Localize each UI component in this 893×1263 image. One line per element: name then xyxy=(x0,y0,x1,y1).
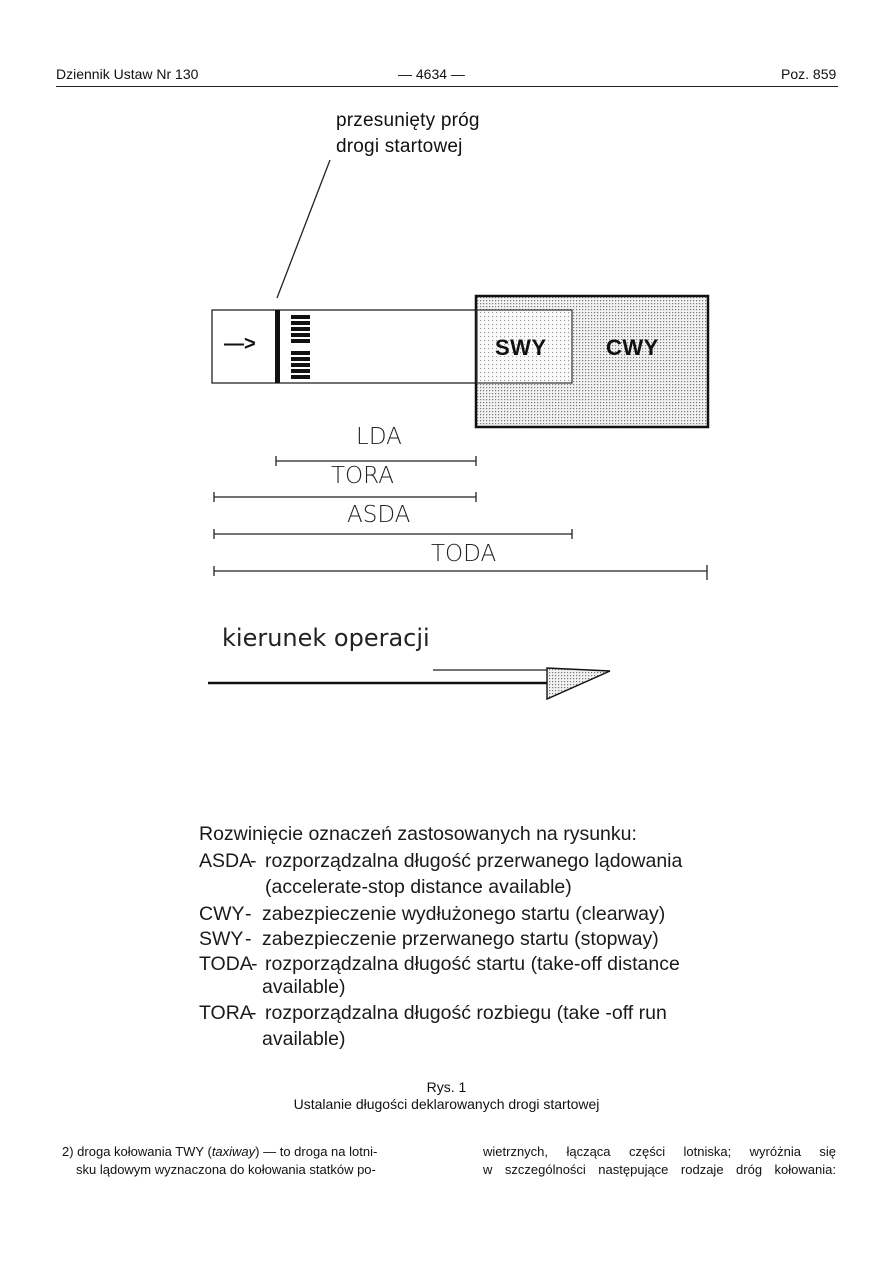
stopway-area xyxy=(476,309,573,384)
header-journal: Dziennik Ustaw Nr 130 xyxy=(56,66,199,82)
legend-toda-dash: - xyxy=(251,953,258,975)
distance-lda-bar xyxy=(275,456,477,466)
distance-toda-bar xyxy=(213,565,708,580)
legend-tora-cont: available) xyxy=(262,1028,346,1050)
distance-asda-bar xyxy=(213,529,573,539)
body-right-line1: wietrznych, łącząca części lotniska; wyr… xyxy=(483,1144,836,1159)
header-page-number: — 4634 — xyxy=(398,66,465,82)
toda-label: TODA xyxy=(431,541,497,567)
legend-tora-text: rozporządzalna długość rozbiegu (take -o… xyxy=(265,1002,667,1024)
legend-toda-text: rozporządzalna długość startu (take-off … xyxy=(265,953,680,975)
figure-caption-title: Ustalanie długości deklarowanych drogi s… xyxy=(293,1096,600,1112)
runway-direction-glyph: —> xyxy=(224,333,256,355)
body-right-line2: w szczególności następujące rodzaje dróg… xyxy=(483,1162,836,1177)
legend-asda-abbr: ASDA xyxy=(199,850,253,872)
legend-asda-text: rozporządzalna długość przerwanego lądow… xyxy=(265,850,683,872)
header-position: Poz. 859 xyxy=(781,66,837,82)
legend-tora-abbr: TORA xyxy=(199,1002,253,1024)
asda-label: ASDA xyxy=(347,502,411,528)
legend-swy-abbr: SWY xyxy=(199,928,244,950)
legend-cwy-dash: - xyxy=(245,903,252,925)
legend-cwy-text: zabezpieczenie wydłużonego startu (clear… xyxy=(262,903,666,925)
legend-toda-cont: available) xyxy=(262,976,346,998)
threshold-label-line1: przesunięty próg xyxy=(336,110,480,131)
header-rule xyxy=(56,86,838,87)
threshold-markings xyxy=(291,315,310,379)
legend-swy-dash: - xyxy=(245,928,252,950)
legend-cwy-abbr: CWY xyxy=(199,903,245,925)
threshold-bar xyxy=(275,310,280,383)
body-left-line2: sku lądowym wyznaczona do kołowania stat… xyxy=(76,1162,376,1177)
runway-figure xyxy=(208,159,710,701)
body-left-line1: 2) droga kołowania TWY (taxiway) — to dr… xyxy=(62,1144,378,1159)
cwy-label: CWY xyxy=(606,335,659,360)
runway-outline xyxy=(211,309,478,384)
threshold-label-line2: drogi startowej xyxy=(336,136,463,157)
swy-label: SWY xyxy=(495,335,547,360)
legend-asda-cont: (accelerate-stop distance available) xyxy=(265,876,572,898)
lda-label: LDA xyxy=(356,424,402,450)
figure-caption-label: Rys. 1 xyxy=(426,1079,467,1095)
tora-label: TORA xyxy=(331,463,394,489)
legend-asda-dash: - xyxy=(250,850,257,872)
direction-arrow xyxy=(208,667,611,701)
distance-tora-bar xyxy=(213,492,477,502)
legend-swy-text: zabezpieczenie przerwanego startu (stopw… xyxy=(262,928,659,950)
threshold-leader-line xyxy=(276,159,331,299)
legend-heading: Rozwinięcie oznaczeń zastosowanych na ry… xyxy=(199,823,637,845)
legend-toda-abbr: TODA xyxy=(199,953,253,975)
legend-tora-dash: - xyxy=(250,1002,257,1024)
direction-label: kierunek operacji xyxy=(222,624,430,652)
